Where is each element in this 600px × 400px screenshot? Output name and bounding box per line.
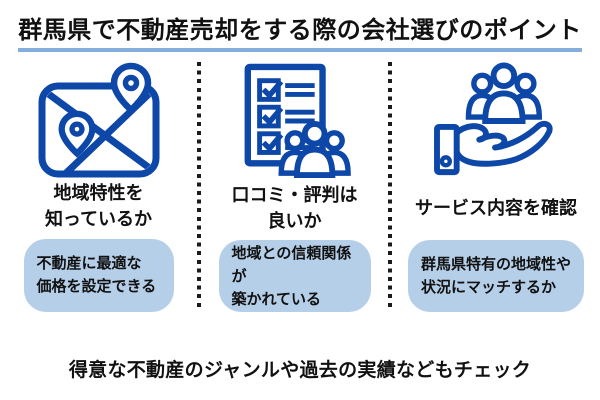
title-bar: 群馬県で不動産売却をする際の会社選びのポイント <box>0 10 600 52</box>
caption-line: 知っているか <box>44 209 153 230</box>
footer-note: 得意な不動産のジャンルや過去の実績などもチェック <box>68 360 532 381</box>
dotted-divider <box>197 62 201 310</box>
column-reviews: 口コミ・評判は 良いか 地域との信頼関係が 築かれている <box>201 62 388 312</box>
box-line: 価格を設定できる <box>36 278 157 296</box>
caption-line: 口コミ・評判は <box>231 185 358 206</box>
page-title: 群馬県で不動産売却をする際の会社選びのポイント <box>18 10 582 52</box>
caption-region: 地域特性を 知っているか <box>45 178 152 235</box>
caption-reviews: 口コミ・評判は 良いか <box>232 180 358 236</box>
benefit-box-reviews: 地域との信頼関係が 築かれている <box>218 240 371 312</box>
checklist-reviews-icon <box>236 62 354 180</box>
box-line: 群馬県特有の地域性や <box>421 256 572 274</box>
caption-service: サービス内容を確認 <box>415 180 577 236</box>
box-line: 地域との信頼関係が <box>231 244 352 285</box>
benefit-box-region: 不動産に最適な 価格を設定できる <box>23 238 174 312</box>
benefit-box-service: 群馬県特有の地域性や 状況にマッチするか <box>408 240 584 312</box>
caption-line: 良いか <box>267 211 322 232</box>
column-service: サービス内容を確認 群馬県特有の地域性や 状況にマッチするか <box>392 62 600 312</box>
caption-line: 地域特性を <box>53 183 144 204</box>
box-line: 不動産に最適な <box>36 255 142 273</box>
hand-service-icon <box>430 62 562 180</box>
box-line: 築かれている <box>231 290 322 308</box>
column-region: 地域特性を 知っているか 不動産に最適な 価格を設定できる <box>0 62 197 312</box>
box-line: 状況にマッチするか <box>421 279 557 297</box>
caption-line: サービス内容を確認 <box>415 198 577 219</box>
columns-area: 地域特性を 知っているか 不動産に最適な 価格を設定できる <box>0 62 600 312</box>
map-pins-icon <box>37 62 161 178</box>
dotted-divider <box>388 62 392 310</box>
